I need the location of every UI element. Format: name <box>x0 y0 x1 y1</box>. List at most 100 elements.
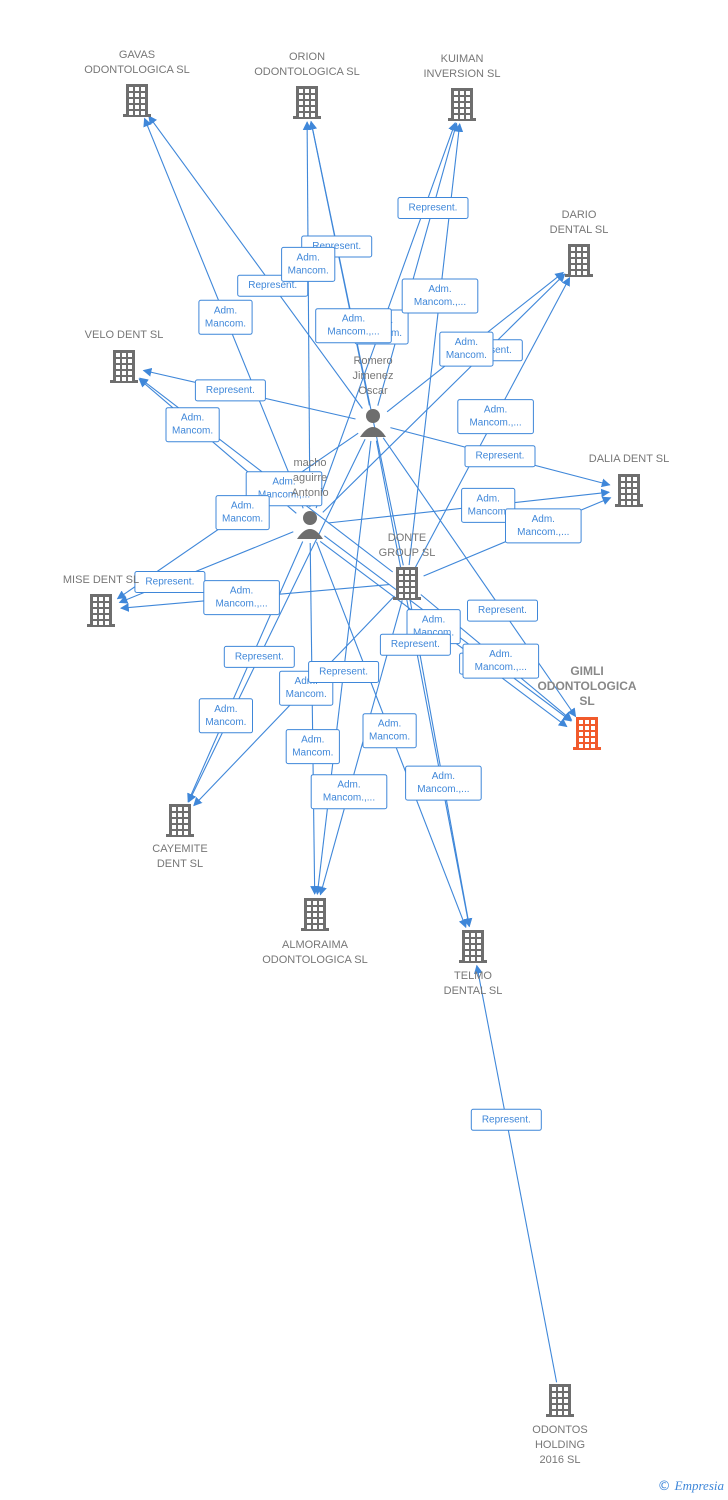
edge-label[interactable]: Adm.Mancom.,... <box>203 580 280 616</box>
edge-label-box <box>467 599 538 622</box>
edge-label-box <box>405 765 482 801</box>
edge-label-text: Adm. <box>181 413 204 424</box>
edge-label[interactable]: Adm.Mancom.,... <box>401 278 479 314</box>
edge-label-box <box>308 661 380 683</box>
person-icon <box>297 511 323 539</box>
edge-label-text: Adm. <box>214 704 237 715</box>
node-almoraima[interactable]: ALMORAIMA ODONTOLOGICA SL <box>262 898 368 966</box>
edge-label-text: Adm. <box>230 586 253 597</box>
node-label: SL <box>579 694 594 708</box>
building-icon <box>393 567 421 600</box>
edge-label[interactable]: Represent. <box>379 633 451 656</box>
node-label: MISE DENT SL <box>63 574 139 586</box>
edge-label[interactable]: Represent. <box>223 645 295 668</box>
edge-label-box <box>505 508 582 544</box>
edge-camacho-to-almoraima <box>309 542 319 895</box>
edge-label[interactable]: Represent. <box>308 661 380 683</box>
edge-label[interactable]: Adm. Mancom. <box>281 246 336 282</box>
copyright-icon: © <box>657 1479 671 1494</box>
edge-label[interactable]: Adm.Mancom. <box>198 698 254 734</box>
edge-label-text: Mancom. <box>288 265 329 276</box>
edge-label-text: Represent. <box>478 605 527 616</box>
edge-label[interactable]: Adm. Mancom. <box>461 487 516 523</box>
edge-label-box <box>462 643 540 679</box>
node-label: ALMORAIMA <box>282 939 349 951</box>
edge-label[interactable]: Adm.Mancom.,... <box>315 308 392 344</box>
edge-label-text: Mancom. <box>205 318 246 329</box>
edge-label-text: Adm. <box>297 252 320 263</box>
edge-label[interactable]: Adm.Mancom.,... <box>457 399 534 435</box>
edge-label[interactable]: Adm.Mancom.,... <box>505 508 582 544</box>
node-label: DENT SL <box>157 858 203 870</box>
edge-label-text: Adm. <box>532 514 555 525</box>
node-label: INVERSION SL <box>423 68 500 80</box>
node-label: DONTE <box>388 532 427 544</box>
edge-label[interactable]: Adm.Mancom. <box>362 713 417 749</box>
edge-label-box <box>379 633 451 656</box>
edge-label-box <box>194 379 266 402</box>
edge-label[interactable]: Represent. <box>464 445 536 468</box>
node-label: DENTAL SL <box>550 224 609 236</box>
edge-label-box <box>198 299 253 335</box>
brand-name: Empresia <box>674 1478 724 1493</box>
edge-label-text: Adm. <box>477 493 500 504</box>
edge-label[interactable]: Adm.Mancom. <box>165 407 220 443</box>
edge-label[interactable]: Adm.Mancom.,... <box>462 643 540 679</box>
edge-label-box <box>165 407 220 443</box>
node-dario[interactable]: DARIO DENTAL SL <box>550 209 609 277</box>
edge-label[interactable]: Adm.Mancom. <box>285 729 340 765</box>
edge-label-text: Mancom.,... <box>475 662 527 673</box>
edge-label-text: Mancom. <box>413 628 454 639</box>
edge-label-text: Mancom.,... <box>327 327 379 338</box>
node-label: DALIA DENT SL <box>589 453 670 465</box>
edge-label[interactable]: Adm.Mancom.,... <box>405 765 482 801</box>
edge-label[interactable]: Adm.Mancom.,... <box>310 774 388 810</box>
building-icon <box>459 930 487 963</box>
edge-label-text: Mancom. <box>222 514 263 525</box>
edge-label[interactable]: Represent. <box>397 197 469 219</box>
edge-label[interactable]: Adm.Mancom. <box>215 495 270 531</box>
edge-odontos-to-telmo <box>473 964 558 1383</box>
edge-label-text: Represent. <box>482 1114 531 1125</box>
edge-label-box <box>470 1108 542 1131</box>
edge-label[interactable]: Adm.Mancom. <box>198 299 253 335</box>
edge-label-box <box>315 308 392 344</box>
edge-label[interactable]: Represent. <box>467 599 538 622</box>
node-velo[interactable]: VELO DENT SL <box>85 329 164 383</box>
edge-label-text: Adm. <box>455 337 478 348</box>
building-icon <box>301 898 329 931</box>
edge-label-text: Represent. <box>476 451 525 462</box>
node-label: ODONTOLOGICA SL <box>254 66 360 78</box>
edge-label[interactable]: Represent. <box>194 379 266 402</box>
edge-label-text: Represent. <box>145 577 194 588</box>
edge-label[interactable]: Represent. <box>470 1108 542 1131</box>
edge-label-text: Mancom. <box>468 506 509 517</box>
node-label: DARIO <box>562 209 597 221</box>
edge-label[interactable]: Represent. <box>134 571 206 593</box>
building-icon <box>123 84 151 117</box>
edge-romero-to-cayemite <box>188 438 366 803</box>
node-mise[interactable]: MISE DENT SL <box>63 574 139 627</box>
node-dalia[interactable]: DALIA DENT SL <box>589 453 670 507</box>
edge-label-text: Adm. <box>484 405 507 416</box>
building-icon <box>166 804 194 837</box>
edge-label[interactable]: Adm.Mancom. <box>439 331 494 367</box>
edge-label-box <box>215 495 270 531</box>
node-label: Oscar <box>358 385 388 397</box>
edge-label-text: Represent. <box>206 385 255 396</box>
edge-label-box <box>281 246 336 282</box>
node-label: ODONTOLOGICA SL <box>262 954 368 966</box>
node-label: ODONTOLOGICA SL <box>84 64 190 76</box>
